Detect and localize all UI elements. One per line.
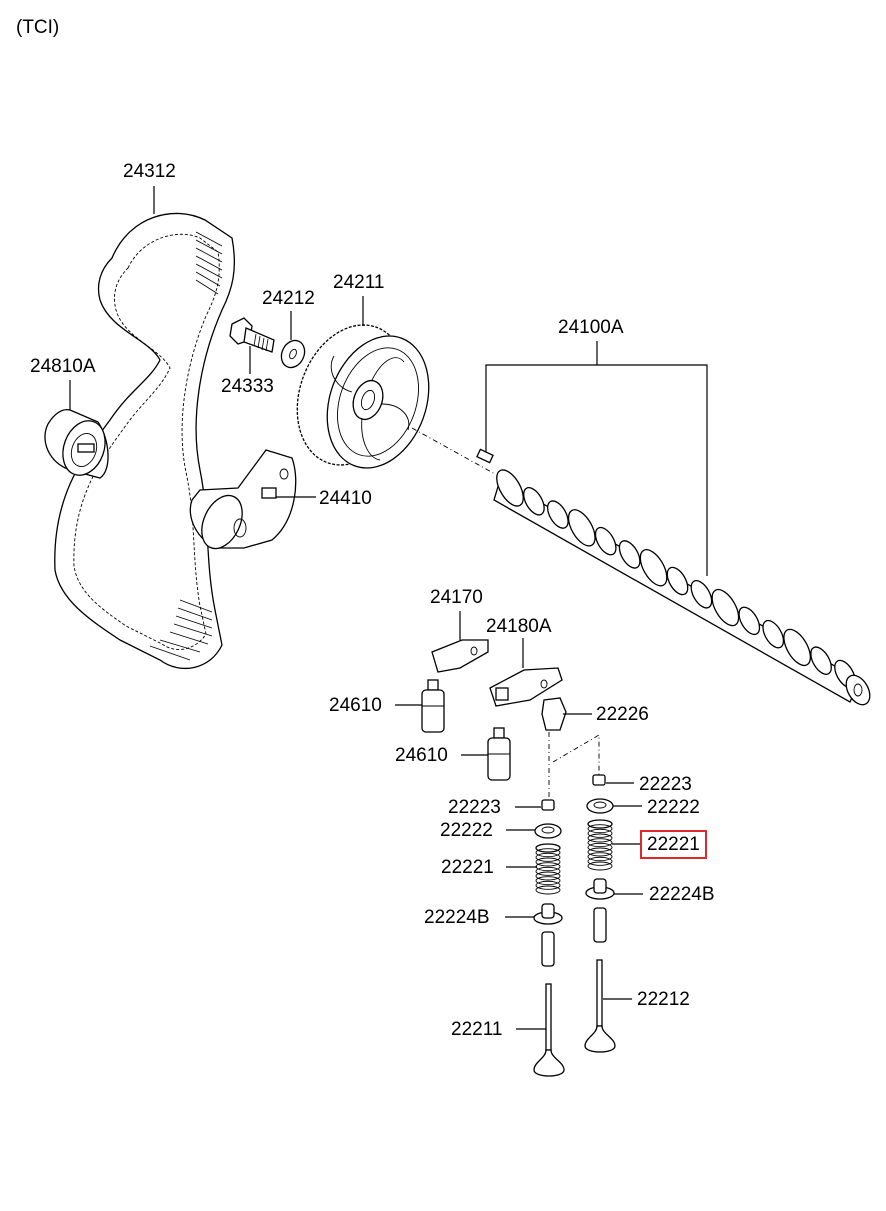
spring-coil xyxy=(535,857,561,867)
spring-coil xyxy=(587,824,613,834)
valve-cotter-drawing[interactable] xyxy=(592,774,606,786)
spring-coil xyxy=(535,848,561,858)
spring-coil xyxy=(587,856,613,866)
spring-coil xyxy=(587,861,613,871)
washer-drawing[interactable] xyxy=(277,337,309,372)
valve-stem-seal-drawing[interactable] xyxy=(533,903,563,925)
spring-coil xyxy=(535,880,561,890)
cam-lobe xyxy=(711,588,740,627)
lash-adjuster-drawing[interactable] xyxy=(421,679,445,733)
part-label-22224B-b[interactable]: 22224B xyxy=(649,884,715,905)
spring-coil xyxy=(535,871,561,881)
spring-coil xyxy=(587,852,613,862)
spring-coil xyxy=(587,838,613,848)
spring-coil xyxy=(535,852,561,862)
rocker-arm-drawing[interactable] xyxy=(431,639,489,673)
spring-coil xyxy=(535,866,561,876)
cam-lobe xyxy=(618,540,641,569)
part-label-24312[interactable]: 24312 xyxy=(123,161,176,182)
valve-stem-seal-drawing[interactable] xyxy=(585,878,615,900)
valve-bridge-drawing[interactable] xyxy=(541,697,567,731)
cam-lobe xyxy=(738,606,761,636)
part-label-22211[interactable]: 22211 xyxy=(451,1019,503,1040)
cam-lobe xyxy=(594,526,617,556)
rocker-arm-assembly-drawing[interactable] xyxy=(489,667,563,707)
spring-coil xyxy=(535,885,561,895)
timing-belt-drawing[interactable] xyxy=(54,212,235,670)
spring-coil xyxy=(535,876,561,886)
exhaust-valve-drawing[interactable] xyxy=(584,959,616,1053)
spring-coil xyxy=(587,833,613,843)
part-label-22221-b-highlighted[interactable]: 22221 xyxy=(640,830,707,859)
part-label-24170[interactable]: 24170 xyxy=(430,587,483,608)
diagram-title: (TCI) xyxy=(16,17,60,38)
valve-cotter-drawing[interactable] xyxy=(541,799,555,811)
part-label-24333[interactable]: 24333 xyxy=(221,376,274,397)
cam-lobe xyxy=(639,549,668,587)
camshaft-sprocket-drawing[interactable] xyxy=(279,310,447,483)
belt-tensioner-drawing[interactable] xyxy=(189,449,297,555)
sprocket-bolt-drawing[interactable] xyxy=(229,317,275,353)
part-label-22222-b[interactable]: 22222 xyxy=(647,797,700,818)
part-label-24212[interactable]: 24212 xyxy=(262,288,315,309)
part-label-22223-a[interactable]: 22223 xyxy=(448,797,501,818)
cam-lobe xyxy=(690,580,713,609)
cam-lobe xyxy=(783,628,812,667)
camshaft-key-drawing[interactable] xyxy=(476,448,494,464)
part-label-22223-b[interactable]: 22223 xyxy=(639,774,692,795)
cam-lobe xyxy=(762,619,785,649)
valve-guide-drawing[interactable] xyxy=(593,907,607,943)
part-label-24211[interactable]: 24211 xyxy=(333,272,385,293)
part-label-24410[interactable]: 24410 xyxy=(319,488,372,509)
part-label-22222-a[interactable]: 22222 xyxy=(440,820,493,841)
cam-lobe xyxy=(496,469,524,507)
part-label-24810A[interactable]: 24810A xyxy=(30,356,96,377)
cam-lobe xyxy=(546,500,569,529)
idler-pulley-drawing[interactable] xyxy=(44,408,112,482)
centerline-valve-b xyxy=(552,734,600,775)
spring-coil xyxy=(535,843,561,853)
centerline-sprocket-camshaft xyxy=(411,427,496,475)
part-label-24610-a[interactable]: 24610 xyxy=(329,695,382,716)
cam-lobe xyxy=(666,566,689,596)
part-label-22221-a[interactable]: 22221 xyxy=(441,857,494,878)
spring-retainer-drawing[interactable] xyxy=(534,823,562,839)
lash-adjuster-drawing[interactable] xyxy=(487,727,511,781)
cam-lobe xyxy=(523,487,545,516)
valve-guide-drawing[interactable] xyxy=(541,931,555,967)
part-label-24610-b[interactable]: 24610 xyxy=(395,745,448,766)
part-label-24180A[interactable]: 24180A xyxy=(486,616,552,637)
part-label-24100A[interactable]: 24100A xyxy=(558,317,624,338)
cam-lobe xyxy=(567,509,596,547)
part-label-22226[interactable]: 22226 xyxy=(596,704,649,725)
cam-lobe xyxy=(810,646,832,675)
spring-retainer-drawing[interactable] xyxy=(586,798,614,814)
spring-coil xyxy=(587,828,613,838)
spring-coil xyxy=(587,842,613,852)
camshaft-drawing[interactable] xyxy=(491,466,874,709)
part-label-22212[interactable]: 22212 xyxy=(637,989,690,1010)
part-label-22224B-a[interactable]: 22224B xyxy=(424,907,490,928)
valve-spring-drawing[interactable] xyxy=(587,819,613,871)
spring-coil xyxy=(587,819,613,829)
intake-valve-drawing[interactable] xyxy=(533,983,565,1077)
valve-spring-drawing[interactable] xyxy=(535,843,561,895)
spring-coil xyxy=(587,847,613,857)
spring-coil xyxy=(535,862,561,872)
